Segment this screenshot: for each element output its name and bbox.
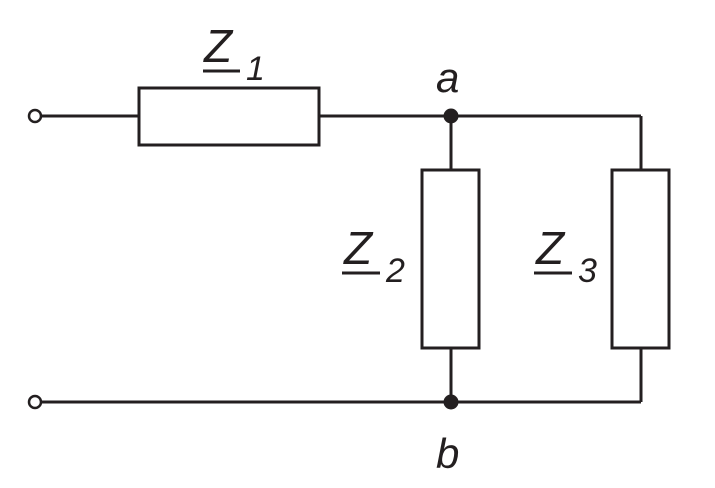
impedance-z1-label: Z 1 [203, 20, 265, 88]
terminal-top [27, 108, 43, 124]
impedance-z3-label: Z 3 [534, 222, 597, 290]
node-a-dot [443, 108, 459, 124]
node-b-label: b [436, 430, 459, 477]
z2-letter: Z [343, 222, 374, 274]
impedance-z3-box [610, 168, 671, 350]
z1-letter: Z [203, 20, 234, 72]
z3-subscript: 3 [578, 252, 597, 290]
impedance-z2-box [420, 168, 481, 350]
node-a-label: a [436, 54, 459, 101]
impedance-z1-box [137, 86, 321, 147]
z2-subscript: 2 [385, 252, 405, 290]
terminal-bottom [27, 394, 43, 410]
impedance-z2-label: Z 2 [342, 222, 405, 290]
z1-subscript: 1 [246, 50, 265, 88]
node-b-dot [443, 394, 459, 410]
z3-letter: Z [535, 222, 566, 274]
